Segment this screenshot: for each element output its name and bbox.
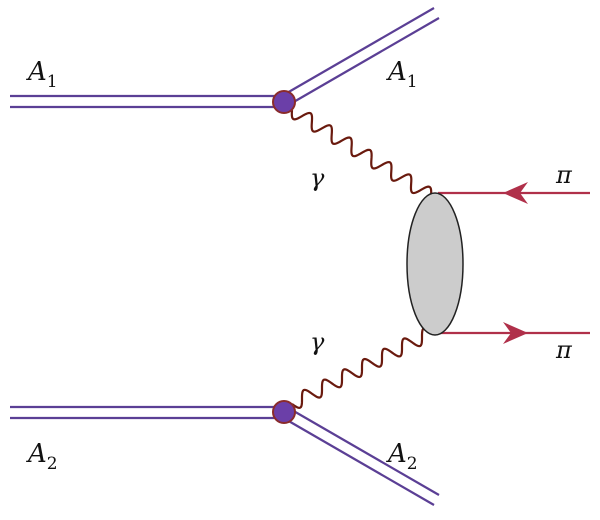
label-photon-upper: γ (310, 164, 325, 192)
photon-lower-line (291, 327, 433, 409)
vertex-lower (272, 400, 296, 424)
label-nucleus-2-out: A2 (386, 439, 418, 474)
label-nucleus-1-out: A1 (386, 57, 418, 92)
pion-lower-line (438, 322, 590, 344)
label-nucleus-2-in: A2 (26, 439, 58, 474)
pion-upper-line (438, 182, 590, 204)
interaction-blob (406, 192, 464, 336)
label-pion-upper: π (555, 161, 573, 189)
label-nucleus-1-in: A1 (26, 57, 58, 92)
nucleus-2-outgoing-line (279, 405, 440, 506)
pion-lower-arrow-icon (503, 322, 528, 344)
label-photon-lower: γ (310, 328, 325, 356)
photon-upper-line (290, 109, 433, 197)
nucleus-1-outgoing-line (279, 7, 440, 108)
label-pion-lower: π (555, 336, 573, 364)
nucleus-1-incoming-line (10, 94, 282, 109)
pion-upper-arrow-icon (503, 182, 528, 204)
nucleus-2-incoming-line (10, 405, 282, 420)
vertex-upper (272, 90, 296, 114)
